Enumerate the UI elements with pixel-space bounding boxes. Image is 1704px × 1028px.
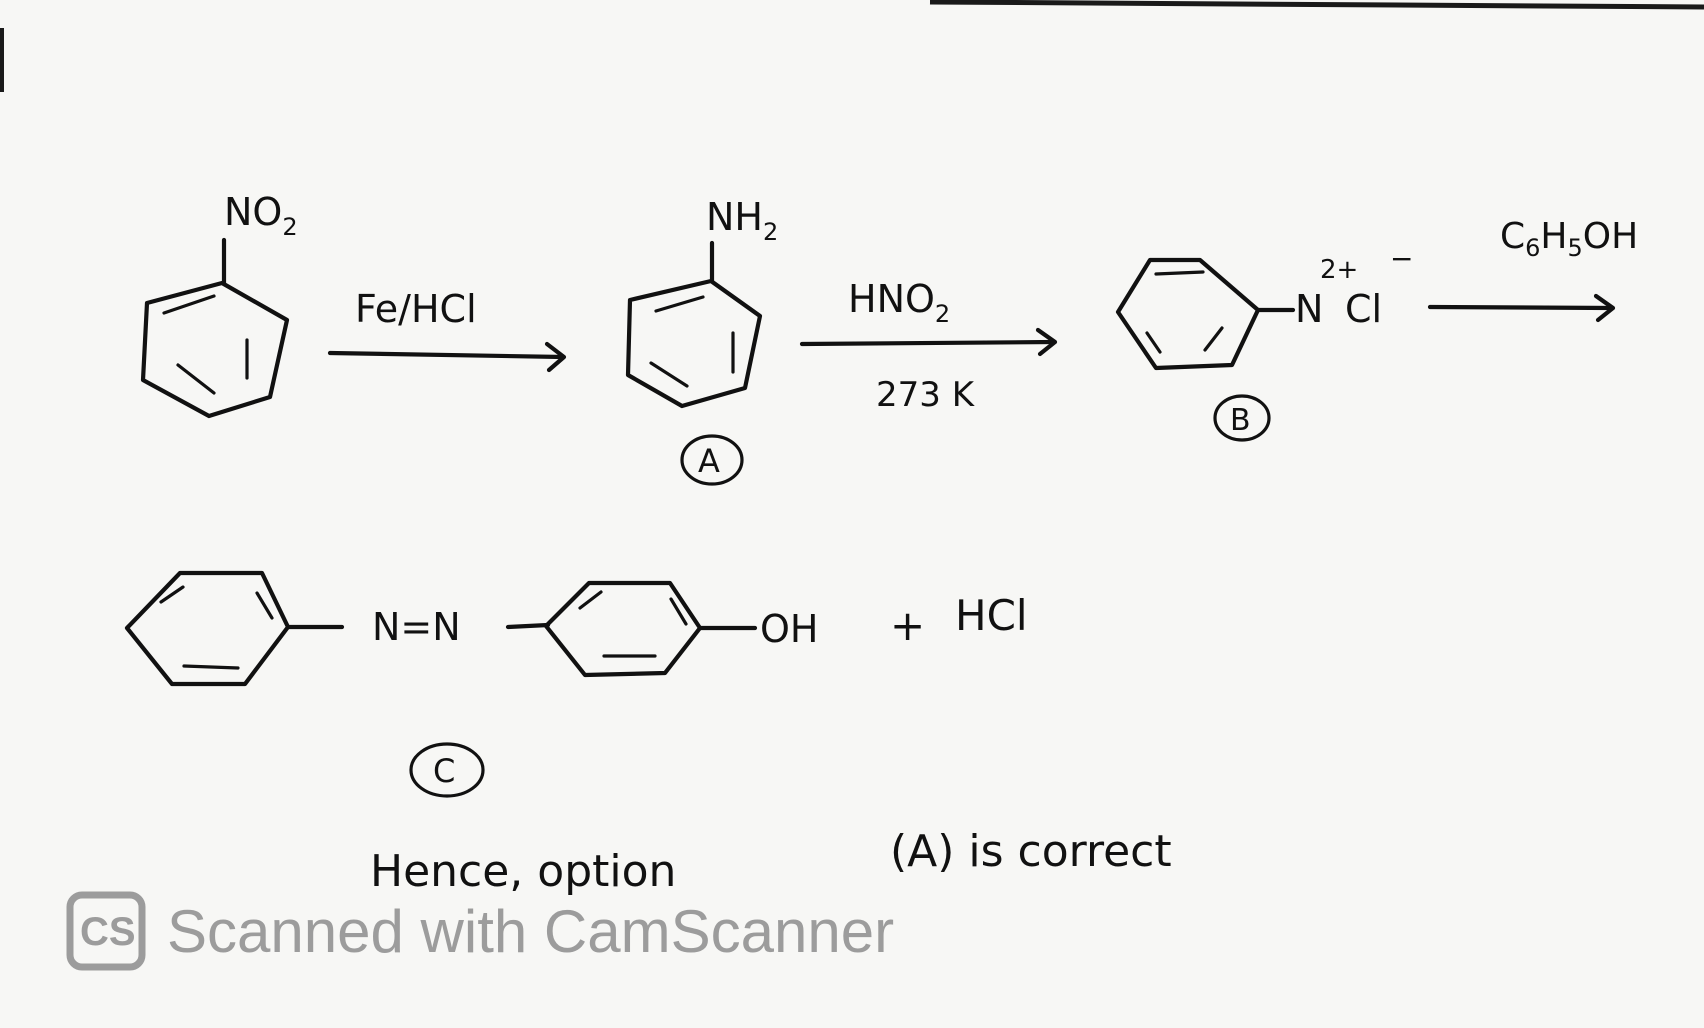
ring-double-bond — [255, 591, 274, 620]
arrow-shaft — [327, 350, 566, 360]
benzene-ring — [140, 280, 290, 419]
compound-label-a: A — [698, 442, 720, 480]
amino-group-label: NH2 — [706, 195, 778, 246]
step3-reagent: C6H5OH — [1500, 216, 1638, 262]
camscanner-watermark: CS Scanned with CamScanner — [66, 891, 894, 971]
ring-double-bond — [578, 590, 603, 610]
ring-double-bond — [162, 294, 216, 315]
azo-to-ring-bond — [505, 622, 551, 630]
arrow-head — [544, 341, 567, 373]
ring-double-bond — [654, 295, 705, 313]
ring-double-bond — [159, 585, 185, 604]
aniline: NH2 A — [625, 195, 778, 486]
label-circle-c — [409, 742, 485, 798]
arrow-step-2: HNO2 273 K — [799, 277, 1058, 415]
arrow-head — [1593, 293, 1616, 323]
benzene-ring — [625, 278, 763, 409]
label-circle-b — [1213, 394, 1271, 442]
cation-charge: 2+ — [1320, 255, 1358, 285]
step2-reagent: HNO2 — [848, 277, 950, 328]
benzene-ring-1 — [124, 570, 291, 687]
benzene-ring — [1115, 257, 1261, 371]
chloride-anion: Cl — [1345, 287, 1382, 331]
conclusion-part-1: Hence, option — [370, 846, 676, 897]
benzene-ring-2 — [543, 580, 703, 678]
step2-condition: 273 K — [876, 375, 976, 415]
ring-double-bond — [1145, 331, 1162, 354]
label-circle-a — [680, 434, 744, 486]
ring-double-bond — [176, 363, 216, 395]
arrow-step-1: Fe/HCl — [327, 287, 567, 373]
hcl-byproduct: HCl — [955, 591, 1028, 640]
compound-label-b: B — [1230, 403, 1251, 438]
azo-linkage: N=N — [372, 605, 461, 649]
step1-reagent: Fe/HCl — [355, 287, 477, 331]
arrow-head — [1035, 327, 1058, 357]
nitrobenzene: NO2 — [140, 190, 298, 419]
camscanner-logo-letters: CS — [80, 910, 136, 954]
ring-double-bond — [649, 361, 689, 388]
ring-double-bond — [182, 664, 240, 670]
ring-double-bond — [1203, 326, 1224, 352]
azo-dye-product: N=N OH + HCl C — [124, 570, 1028, 798]
diazonium-nitrogen: N — [1295, 287, 1323, 331]
camscanner-text: Scanned with CamScanner — [167, 898, 894, 965]
scan-edge-top — [929, 0, 1704, 10]
arrow-step-3: C6H5OH — [1427, 216, 1638, 323]
camscanner-logo-icon — [66, 891, 146, 971]
ring-double-bond — [669, 597, 688, 626]
hydroxyl-group: OH — [760, 607, 818, 651]
anion-charge: − — [1390, 242, 1413, 275]
nitro-group-label: NO2 — [224, 190, 298, 241]
plus-sign: + — [890, 601, 925, 650]
arrow-shaft — [799, 339, 1057, 347]
benzenediazonium-chloride: N 2+ Cl − B — [1115, 242, 1413, 442]
compound-label-c: C — [433, 752, 455, 790]
conclusion-part-2: (A) is correct — [890, 826, 1172, 877]
conclusion: Hence, option (A) is correct — [370, 826, 1172, 897]
ring-double-bond — [1154, 270, 1205, 276]
arrow-shaft — [1427, 304, 1615, 311]
